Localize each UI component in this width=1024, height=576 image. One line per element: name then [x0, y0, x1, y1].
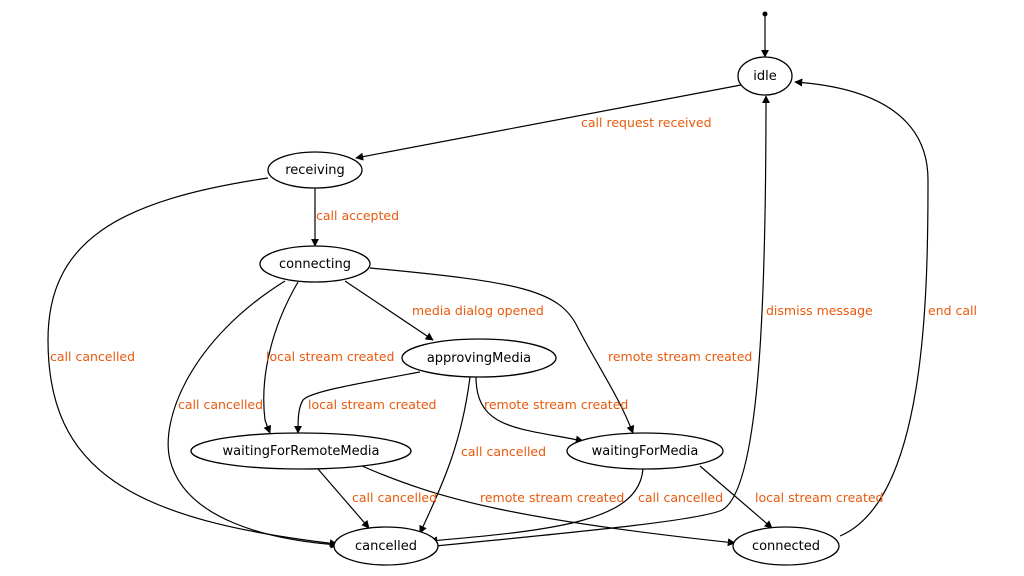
start-point [762, 11, 768, 17]
edge-waitingForRemoteMedia-to-connected [361, 465, 736, 547]
edge-waitingForRemoteMedia-to-cancelled [317, 468, 370, 529]
node-approvingMedia: approvingMedia [401, 338, 557, 378]
node-waitingForMedia-label: waitingForMedia [592, 444, 699, 459]
edge-approvingMedia-to-cancelled [419, 376, 471, 534]
edge-connected-to-idle [794, 78, 929, 537]
node-waitingForMedia: waitingForMedia [566, 432, 724, 470]
edge-waitingForMedia-to-connected [699, 465, 773, 529]
node-cancelled-label: cancelled [355, 539, 417, 554]
edge-connecting-to-waitingForRemoteMedia [263, 281, 299, 434]
label-approvingMedia-to-waitingForMedia: remote stream created [484, 397, 628, 412]
node-cancelled: cancelled [333, 526, 439, 566]
label-connecting-to-cancelled: call cancelled [178, 397, 263, 412]
label-waitingForMedia-to-connected: local stream created [755, 490, 884, 505]
label-receiving-to-cancelled: call cancelled [50, 349, 135, 364]
label-idle-to-receiving: call request received [581, 115, 712, 130]
edge-approvingMedia-to-waitingForMedia [475, 376, 584, 444]
edge-idle-to-receiving [355, 84, 742, 161]
label-waitingForRemoteMedia-to-cancelled: call cancelled [352, 490, 437, 505]
node-receiving-label: receiving [285, 163, 345, 178]
label-waitingForRemoteMedia-to-connected: remote stream created [480, 490, 624, 505]
label-waitingForMedia-to-cancelled: call cancelled [638, 490, 723, 505]
label-connecting-to-approvingMedia: media dialog opened [412, 303, 544, 318]
node-idle-label: idle [753, 69, 776, 84]
node-connected: connected [732, 526, 840, 566]
edge-cancelled-to-idle [424, 95, 770, 548]
node-idle: idle [737, 56, 793, 96]
node-approvingMedia-label: approvingMedia [427, 351, 531, 366]
edge-connecting-to-cancelled [167, 280, 339, 549]
edge-connecting-to-waitingForMedia [369, 267, 635, 434]
node-connected-label: connected [752, 539, 820, 554]
node-connecting-label: connecting [279, 257, 351, 272]
node-waitingForRemoteMedia: waitingForRemoteMedia [190, 432, 412, 470]
label-approvingMedia-to-waitingForRemoteMedia: local stream created [308, 397, 437, 412]
node-receiving: receiving [267, 151, 363, 189]
edge-receiving-to-cancelled [47, 177, 338, 548]
label-connecting-to-waitingForMedia: remote stream created [608, 349, 752, 364]
edge-approvingMedia-to-waitingForRemoteMedia [294, 371, 421, 434]
label-connected-to-idle: end call [928, 303, 977, 318]
edge-connecting-to-approvingMedia [344, 280, 434, 341]
label-cancelled-to-idle: dismiss message [766, 303, 873, 318]
edge-waitingForMedia-to-cancelled [429, 467, 644, 545]
label-approvingMedia-to-cancelled: call cancelled [461, 444, 546, 459]
label-connecting-to-waitingForRemoteMedia: local stream created [266, 349, 395, 364]
node-waitingForRemoteMedia-label: waitingForRemoteMedia [223, 444, 380, 459]
label-receiving-to-connecting: call accepted [316, 208, 399, 223]
node-connecting: connecting [259, 245, 371, 283]
